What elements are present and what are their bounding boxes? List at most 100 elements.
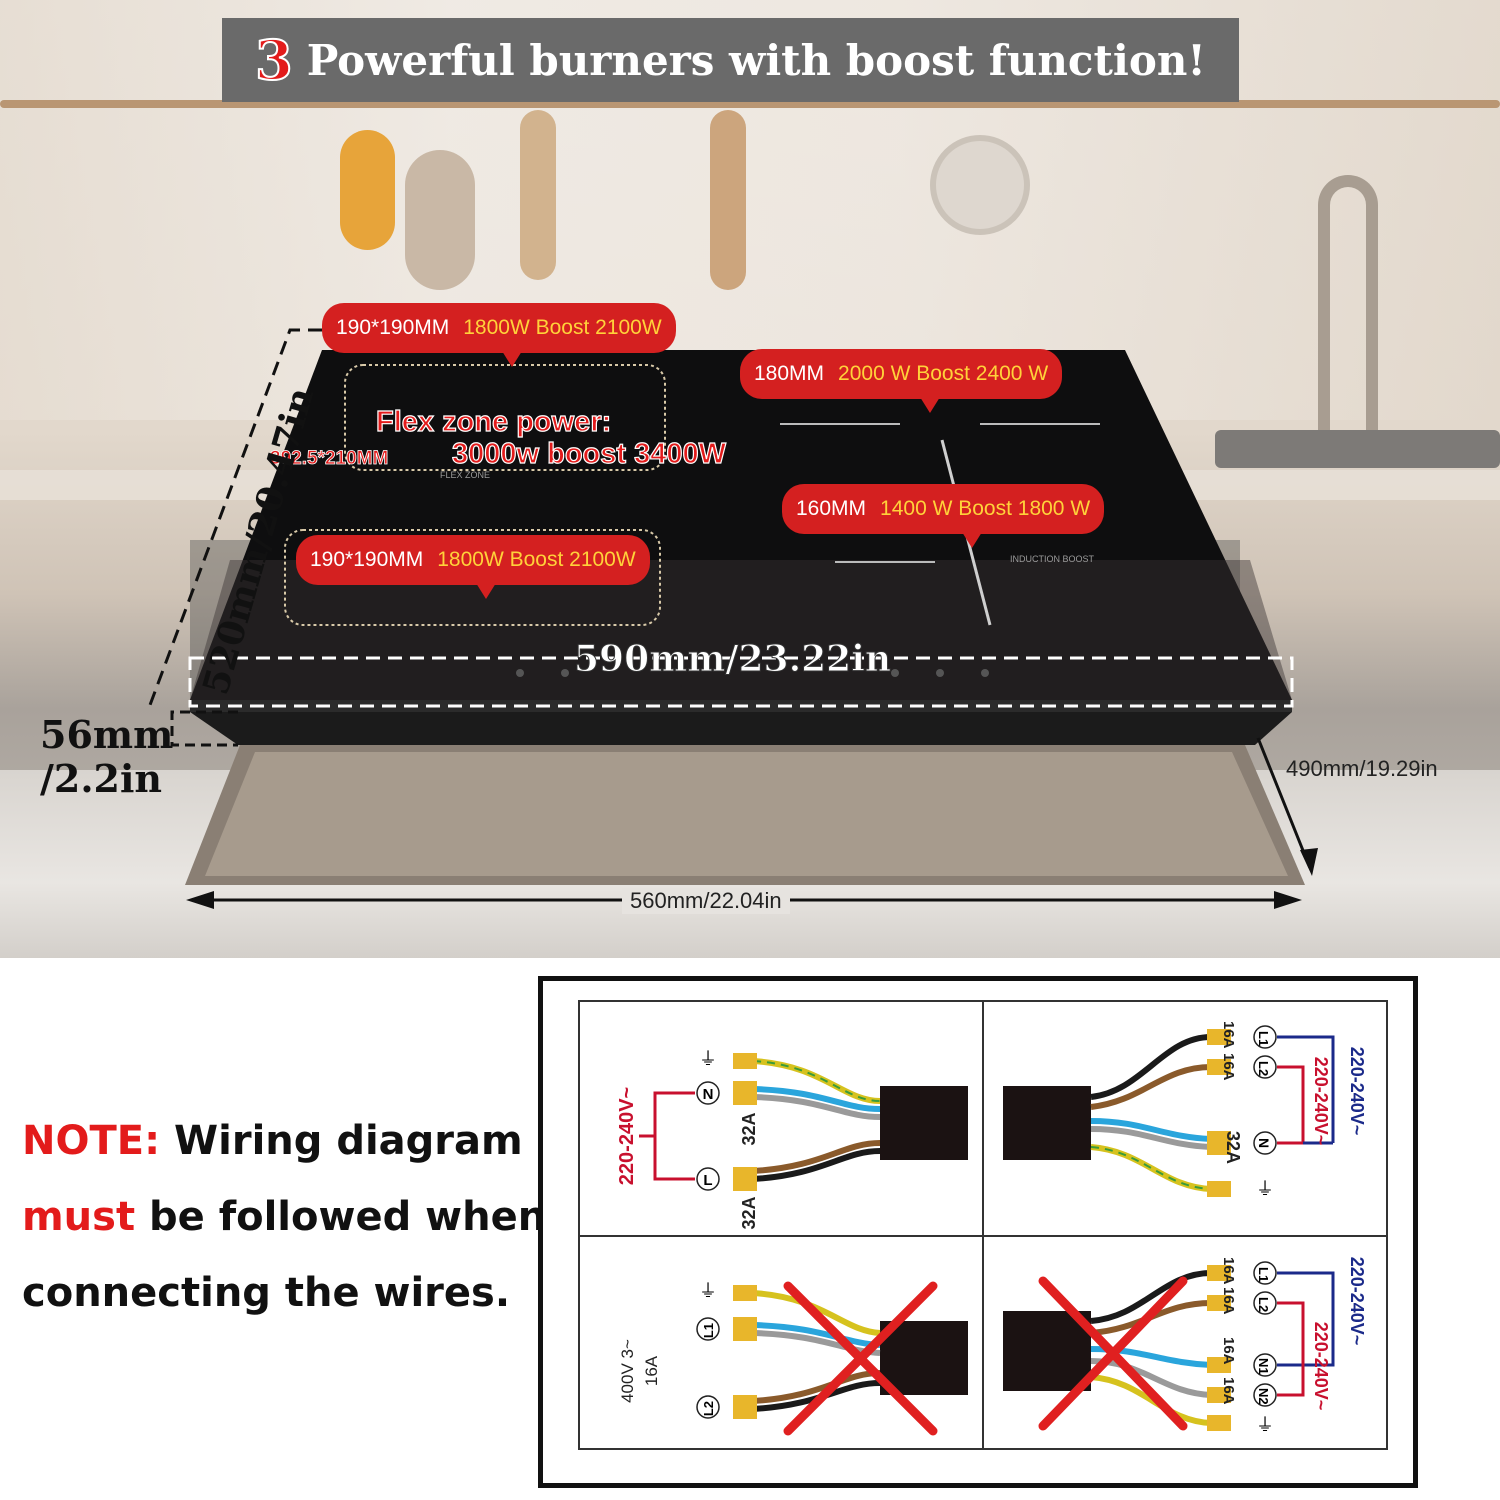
wire-ferrule	[1207, 1029, 1231, 1045]
cutout-depth-line	[1256, 737, 1312, 869]
fuse-label: 32A	[1223, 1131, 1243, 1164]
wire-l1	[1090, 1270, 1212, 1324]
ladle	[520, 110, 556, 280]
callout-top-right: 180MM 2000 W Boost 2400 W	[740, 349, 1063, 413]
fuse-label: 16A	[1220, 1021, 1237, 1049]
cooktop-illustration: FLEX ZONE INDUCTION BOOST	[148, 328, 1318, 909]
banner: 3 Powerful burners with boost function!	[222, 18, 1239, 102]
depth-dimension-line	[148, 328, 322, 706]
fuse-label: 16A	[1220, 1377, 1237, 1405]
callout-middle-right: 160MM 1400 W Boost 1800 W	[782, 484, 1105, 548]
wiring-svg: ⏚ N L 32A 32A 220-240V~ 16A 16A	[578, 1000, 1388, 1450]
wire-ferrule	[1207, 1265, 1231, 1281]
terminal-n2: N2	[1256, 1388, 1271, 1405]
wire-ferrule	[733, 1081, 757, 1105]
terminal-circle	[1253, 1055, 1277, 1079]
terminal-circle	[1253, 1353, 1277, 1377]
note-prefix: NOTE:	[22, 1118, 161, 1164]
fuse-label: 16A	[1220, 1337, 1237, 1365]
wire-neutral-2	[1090, 1126, 1212, 1150]
terminal-n: N	[703, 1086, 714, 1103]
earth-icon: ⏚	[699, 1049, 717, 1069]
terminal-circle	[696, 1317, 720, 1341]
wire-ferrule	[733, 1317, 757, 1341]
terminal-circle	[696, 1081, 720, 1105]
flex-zone-size: 392.5*210MM	[270, 448, 389, 470]
banner-number: 3	[254, 27, 294, 93]
voltage-bracket	[653, 1091, 695, 1181]
terminal-block	[1003, 1311, 1091, 1391]
wire-neutral-2	[752, 1094, 881, 1120]
voltage-bracket-inner	[1277, 1065, 1305, 1145]
wire-ferrule	[733, 1285, 757, 1301]
wire-live-2	[752, 1148, 881, 1182]
wire-ferrule	[733, 1395, 757, 1419]
zone-bottom-left	[284, 529, 661, 626]
terminal-circle	[1253, 1131, 1277, 1155]
glass-reflection	[190, 560, 1292, 700]
arrow-head-icon	[1300, 848, 1318, 876]
control-icon	[981, 669, 989, 677]
earth-icon: ⏚	[1256, 1415, 1274, 1435]
panel-3: ⏚ L1 L2 400V 3~ 16A	[618, 1281, 968, 1436]
terminal-l1: L1	[1256, 1031, 1271, 1046]
wire-ferrule	[1207, 1357, 1231, 1373]
control-icon	[891, 669, 899, 677]
terminal-n: N	[1256, 1138, 1272, 1148]
height-dimension-in: /2.2in	[40, 756, 163, 801]
callout-top-left: 190*190MM 1800W Boost 2100W	[322, 303, 676, 367]
cross-out-icon	[783, 1281, 938, 1436]
wire-earth	[1090, 1144, 1212, 1192]
terminal-circle	[696, 1167, 720, 1191]
arrow-right-icon	[1274, 891, 1302, 909]
oven-mitt	[340, 130, 395, 250]
sink	[1215, 430, 1500, 468]
terminal-l: L	[703, 1172, 712, 1189]
terminal-block	[880, 1086, 968, 1160]
terminal-circle	[1253, 1383, 1277, 1407]
voltage-label-inner: 220-240V~	[1311, 1057, 1331, 1146]
wire-ferrule	[1207, 1387, 1231, 1403]
width-dimension: 590mm/23.22in	[573, 638, 892, 681]
note-text-3: connecting the wires.	[22, 1270, 511, 1316]
terminal-block	[880, 1321, 968, 1395]
wire-ferrule	[1207, 1181, 1231, 1197]
height-dimension-line	[170, 710, 238, 747]
height-dimension-mm: 56mm	[40, 712, 174, 757]
fuse-label: 16A	[1220, 1053, 1237, 1081]
spatula	[710, 110, 746, 290]
wire-ferrule	[1207, 1059, 1231, 1075]
cross-out-icon	[1038, 1276, 1188, 1431]
callout-power: 1400 W Boost 1800 W	[880, 497, 1091, 520]
callout-power: 1800W Boost 2100W	[437, 548, 636, 571]
cutout-inner	[205, 752, 1288, 876]
voltage-label-outer: 220-240V~	[1347, 1047, 1367, 1136]
terminal-circle	[1253, 1025, 1277, 1049]
faucet	[1318, 175, 1378, 445]
fuse-label: 32A	[739, 1196, 759, 1229]
fuse-label: 16A	[1220, 1257, 1237, 1285]
note-line-2: must be followed when	[22, 1194, 546, 1240]
towel	[405, 150, 475, 290]
fuse-label: 16A	[642, 1355, 661, 1386]
note-line-3: connecting the wires.	[22, 1270, 510, 1316]
voltage-label: 220-240V~	[616, 1087, 638, 1185]
utensil-rail	[0, 100, 1500, 108]
callout-size: 190*190MM	[310, 548, 424, 571]
flex-zone-title: Flex zone power:	[375, 405, 612, 438]
wire-ferrule	[733, 1167, 757, 1191]
control-icon	[516, 669, 524, 677]
terminal-l2: L2	[1256, 1061, 1271, 1076]
wire-l2	[1090, 1064, 1212, 1110]
earth-icon: ⏚	[1256, 1179, 1274, 1199]
strainer	[930, 135, 1030, 235]
control-icon	[936, 669, 944, 677]
wire-live	[752, 1140, 881, 1174]
cooktop-body	[190, 712, 1292, 745]
terminal-l2: L2	[701, 1401, 716, 1416]
earth-icon: ⏚	[699, 1281, 717, 1301]
arrow-left-icon	[186, 891, 214, 909]
callout-size: 160MM	[796, 497, 867, 520]
wire-l1	[1090, 1034, 1212, 1100]
panel-1: ⏚ N L 32A 32A 220-240V~	[616, 1049, 968, 1230]
